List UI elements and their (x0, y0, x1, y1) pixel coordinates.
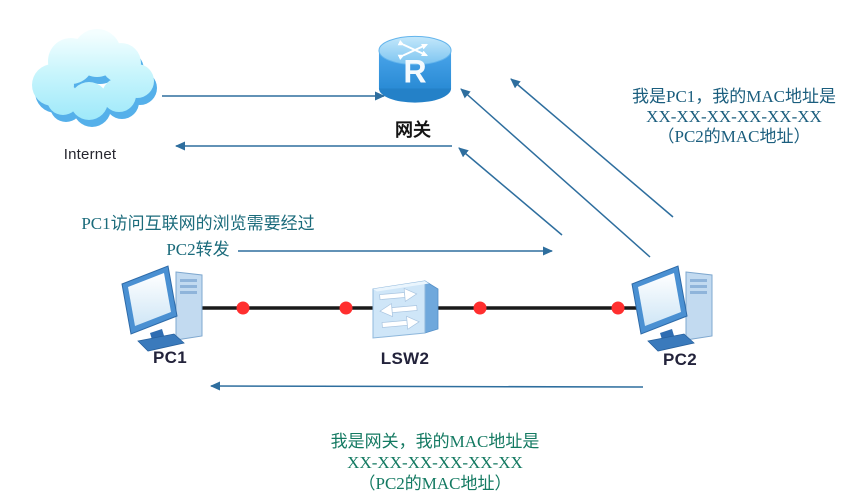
port-dot (611, 301, 625, 315)
gateway-router-icon: R (378, 35, 452, 103)
note-line: PC1访问互联网的浏览需要经过 (81, 214, 315, 233)
router-route-arrows-icon (397, 39, 429, 61)
switch-lsw2-icon (372, 280, 439, 339)
port-dot (473, 301, 487, 315)
pc1-label: PC1 (153, 348, 187, 367)
router-r-letter: R (403, 54, 426, 90)
cloud-body (32, 29, 154, 120)
note-pc1-traffic: PC1访问互联网的浏览需要经过 PC2转发 (48, 211, 348, 263)
switch-top (373, 281, 429, 292)
arrow-pc2-to-gateway (458, 147, 563, 236)
pc-base (647, 333, 695, 352)
note-line: （PC2的MAC地址） (657, 127, 811, 146)
note-line: PC2转发 (166, 240, 230, 259)
note-line: （PC2的MAC地址） (358, 474, 512, 493)
pc-screen (638, 273, 681, 326)
gateway-label: 网关 (395, 120, 431, 140)
switch-arrows-icon (379, 287, 420, 330)
pc-screen (128, 273, 171, 326)
pc2-label: PC2 (663, 350, 697, 369)
pc-tower (685, 271, 713, 341)
note-arp-spoof-to-pc1: 我是网关，我的MAC地址是 XX-XX-XX-XX-XX-XX （PC2的MAC… (300, 431, 570, 494)
port-dot (236, 301, 250, 315)
arrow-spoof-to-pc1 (210, 381, 644, 391)
pc1-icon (121, 265, 203, 352)
lsw2-label: LSW2 (380, 349, 430, 368)
internet-label: Internet (63, 146, 117, 163)
pc-tower (175, 271, 203, 341)
internet-cloud-icon (32, 29, 157, 127)
note-line: 我是网关，我的MAC地址是 (330, 432, 540, 451)
arrow-spoof-to-gateway-1 (460, 88, 651, 258)
arrow-spoof-to-gateway-2 (510, 78, 674, 218)
note-line: XX-XX-XX-XX-XX-XX (646, 107, 822, 126)
pc-base (137, 333, 185, 352)
note-line: 我是PC1，我的MAC地址是 (631, 87, 837, 106)
pc2-icon (631, 265, 713, 352)
port-dot (339, 301, 353, 315)
note-arp-spoof-to-gateway: 我是PC1，我的MAC地址是 XX-XX-XX-XX-XX-XX （PC2的MA… (599, 87, 859, 147)
note-line: XX-XX-XX-XX-XX-XX (347, 453, 523, 472)
